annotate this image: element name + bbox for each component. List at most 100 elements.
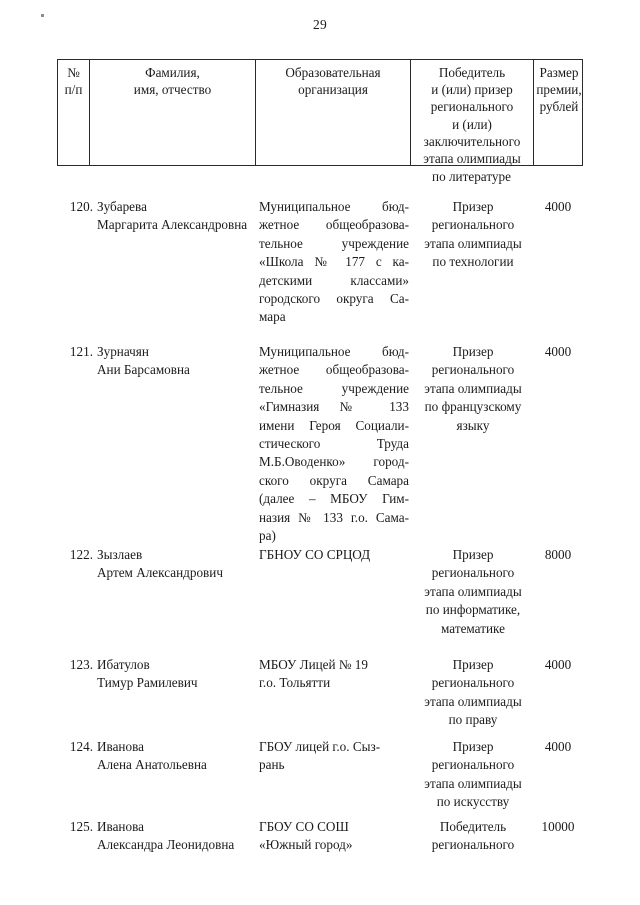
header-cell-sum: Размер премии, рублей xyxy=(534,60,584,165)
row-award-line: этапа олимпиады xyxy=(424,583,522,599)
row-person-name-line: Зызлаев xyxy=(97,547,143,562)
row-organization: ГБОУ лицей г.о. Сыз-рань xyxy=(259,738,409,775)
row-award-line: по искусству xyxy=(436,794,510,810)
row-organization-line: Муниципальное бюд- xyxy=(259,199,409,214)
row-organization-line: мара xyxy=(259,309,286,325)
row-prize-amount: 4000 xyxy=(544,739,572,754)
header-cell-organization: Образовательная организация xyxy=(256,60,411,165)
row-number: 120. xyxy=(69,199,93,214)
row-organization-line: ГБНОУ СО СРЦОД xyxy=(259,547,371,562)
row-award-line: регионального xyxy=(431,217,515,233)
row-person-name-line: Тимур Рамилевич xyxy=(97,675,198,691)
header-winner-overflow-line: по литературе xyxy=(432,169,511,184)
header-name-line-1: Фамилия, xyxy=(145,65,200,80)
row-organization-line: ГБОУ СО СОШ xyxy=(259,819,349,834)
row-award-line: регионального xyxy=(431,837,515,853)
page-number: 29 xyxy=(313,17,327,32)
header-org-line-2: организация xyxy=(298,82,368,98)
row-organization-line: «Гимназия № 133 xyxy=(259,399,409,415)
table-header: № п/п Фамилия, имя, отчество Образовател… xyxy=(57,59,583,166)
row-award-line: математике xyxy=(441,620,505,636)
row-award-line: Призер xyxy=(452,657,494,672)
row-organization-line: Муниципальное бюд- xyxy=(259,344,409,359)
header-winner-line-6: этапа олимпиады xyxy=(423,151,521,167)
row-award-line: этапа олимпиады xyxy=(424,235,522,251)
row-award-line: по технологии xyxy=(432,254,514,270)
row-number: 124. xyxy=(69,739,93,754)
row-organization-line: «Школа № 177 с ка- xyxy=(259,254,409,270)
row-award-line: регионального xyxy=(431,675,515,691)
header-sum-line-2: премии, xyxy=(536,82,582,98)
row-person-name-line: Иванова xyxy=(97,819,144,834)
header-cell-winner: Победитель и (или) призер регионального … xyxy=(411,60,534,167)
header-number-line-1: № xyxy=(67,65,80,80)
row-organization-line: (далее – МБОУ Гим- xyxy=(259,491,409,507)
row-award-line: по информатике, xyxy=(425,602,521,618)
row-organization-line: «Южный город» xyxy=(259,837,353,853)
row-organization-line: имени Героя Социали- xyxy=(259,417,409,433)
row-award: Победитель регионального xyxy=(412,818,534,855)
row-organization-line: ра) xyxy=(259,528,276,544)
row-number: 121. xyxy=(69,344,93,359)
row-award-line: регионального xyxy=(431,757,515,773)
row-award-line: языку xyxy=(456,417,490,433)
row-award-line: этапа олимпиады xyxy=(424,775,522,791)
row-award: Призер регионального этапа олимпиады по инф… xyxy=(412,546,534,638)
row-number: 122. xyxy=(69,547,93,562)
row-award-line: регионального xyxy=(431,565,515,581)
row-organization-line: стического Труда xyxy=(259,436,409,452)
row-person-name-line: Артем Александрович xyxy=(97,565,223,581)
header-sum-line-3: рублей xyxy=(539,99,579,115)
row-person-name-line: Зурначян xyxy=(97,344,149,359)
header-winner-line-3: регионального xyxy=(430,99,514,115)
header-winner-line-2: и (или) призер xyxy=(431,82,513,98)
row-organization: Муниципальное бюд-жетное общеобразова-те… xyxy=(259,343,409,545)
row-organization: ГБНОУ СО СРЦОД xyxy=(259,546,409,564)
row-prize-amount: 8000 xyxy=(544,547,572,562)
row-organization-line: ГБОУ лицей г.о. Сыз- xyxy=(259,739,381,754)
row-award: Призер регионального этапа олимпиады по тех… xyxy=(412,198,534,272)
header-winner-line-4: и (или) xyxy=(452,116,492,132)
row-prize-amount: 4000 xyxy=(544,657,572,672)
row-organization-line: жетное общеобразова- xyxy=(259,362,409,378)
row-number: 123. xyxy=(69,657,93,672)
row-organization-line: детскими классами» xyxy=(259,272,409,288)
row-award-line: этапа олимпиады xyxy=(424,380,522,396)
row-number: 125. xyxy=(69,819,93,834)
header-sum-line-1: Размер xyxy=(539,65,579,80)
header-cell-name: Фамилия, имя, отчество xyxy=(90,60,256,165)
row-prize-amount: 10000 xyxy=(541,819,575,834)
row-person-name-line: Маргарита Александровна xyxy=(97,217,248,233)
row-organization: Муниципальное бюд-жетное общеобразова-те… xyxy=(259,198,409,327)
row-organization: ГБОУ СО СОШ «Южный город» xyxy=(259,818,409,855)
row-organization-line: тельное учреждение xyxy=(259,235,409,251)
row-organization-line: М.Б.Оводенко» город- xyxy=(259,454,409,470)
row-award-line: Призер xyxy=(452,199,494,214)
row-person-name-line: Ибатулов xyxy=(97,657,150,672)
row-person-name-line: Зубарева xyxy=(97,199,147,214)
row-organization-line: ского округа Самара xyxy=(259,472,409,488)
row-organization-line: рань xyxy=(259,757,285,773)
row-organization-line: назия № 133 г.о. Сама- xyxy=(259,509,409,525)
row-award-line: по праву xyxy=(448,712,498,728)
row-award-line: Призер xyxy=(452,547,494,562)
scan-artifact-speckle xyxy=(41,14,44,17)
row-award-line: Призер xyxy=(452,344,494,359)
row-award-line: по французскому xyxy=(424,399,522,415)
row-organization-line: тельное учреждение xyxy=(259,380,409,396)
header-name-line-2: имя, отчество xyxy=(133,82,212,98)
row-person-name-line: Алена Анатольевна xyxy=(97,757,207,773)
row-award-line: Победитель xyxy=(439,819,507,834)
row-person-name-line: Ани Барсамовна xyxy=(97,362,190,378)
header-winner-line-1: Победитель xyxy=(438,65,506,80)
row-organization-line: г.о. Тольятти xyxy=(259,675,331,691)
